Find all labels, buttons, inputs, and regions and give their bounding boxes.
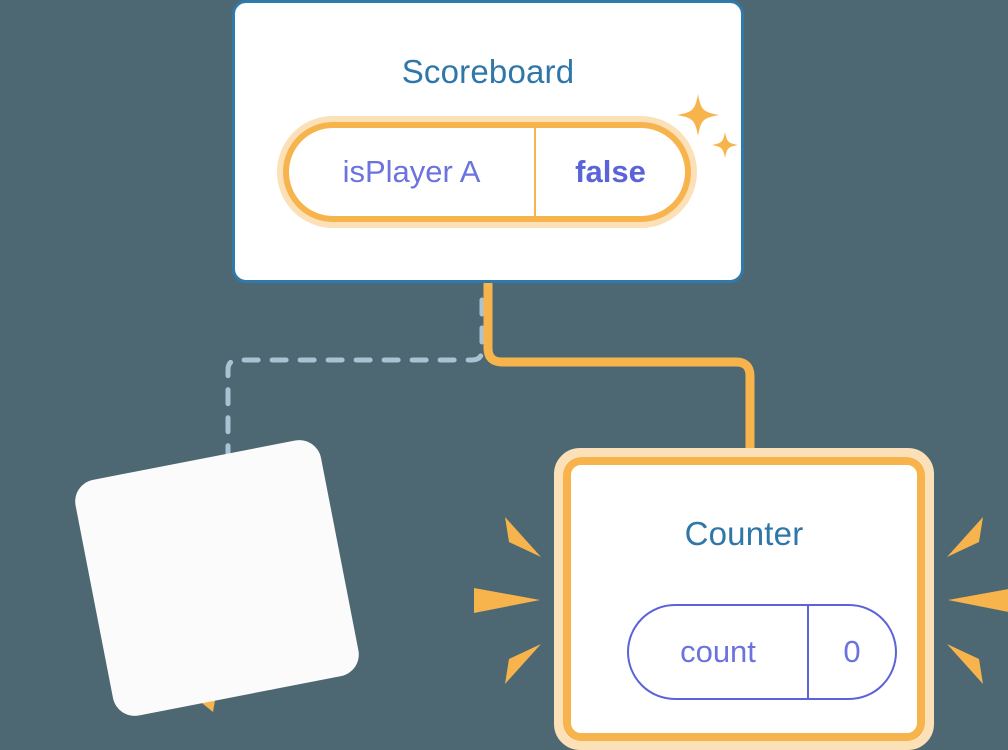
pill-divider bbox=[807, 606, 809, 698]
counter-card-ring: Counter count 0 bbox=[563, 457, 925, 741]
sparkle-icon-small bbox=[712, 132, 738, 158]
counter-prop-key: count bbox=[680, 634, 756, 669]
scoreboard-prop-pill[interactable]: isPlayer A false bbox=[277, 116, 697, 228]
sparkle-icon-large bbox=[677, 94, 719, 136]
sparkle-stars bbox=[677, 94, 738, 158]
counter-prop-pill[interactable]: count 0 bbox=[627, 604, 897, 700]
counter-prop-value: 0 bbox=[843, 634, 861, 669]
edge-scoreboard-to-counter bbox=[483, 277, 755, 475]
rerender-burst-counter-right bbox=[947, 517, 1008, 684]
scoreboard-prop-value: false bbox=[575, 154, 646, 189]
blank-card[interactable] bbox=[71, 436, 363, 720]
scoreboard-title: Scoreboard bbox=[401, 53, 575, 90]
pill-inner-ring: isPlayer A false bbox=[283, 122, 691, 222]
scoreboard-prop-key: isPlayer A bbox=[342, 154, 481, 189]
rerender-burst-counter-left bbox=[474, 517, 541, 684]
node-counter[interactable]: Counter count 0 bbox=[554, 448, 934, 750]
pill-divider bbox=[534, 128, 536, 216]
counter-title: Counter bbox=[684, 515, 804, 552]
node-scoreboard[interactable]: Scoreboard isPlayer A false bbox=[232, 0, 744, 283]
